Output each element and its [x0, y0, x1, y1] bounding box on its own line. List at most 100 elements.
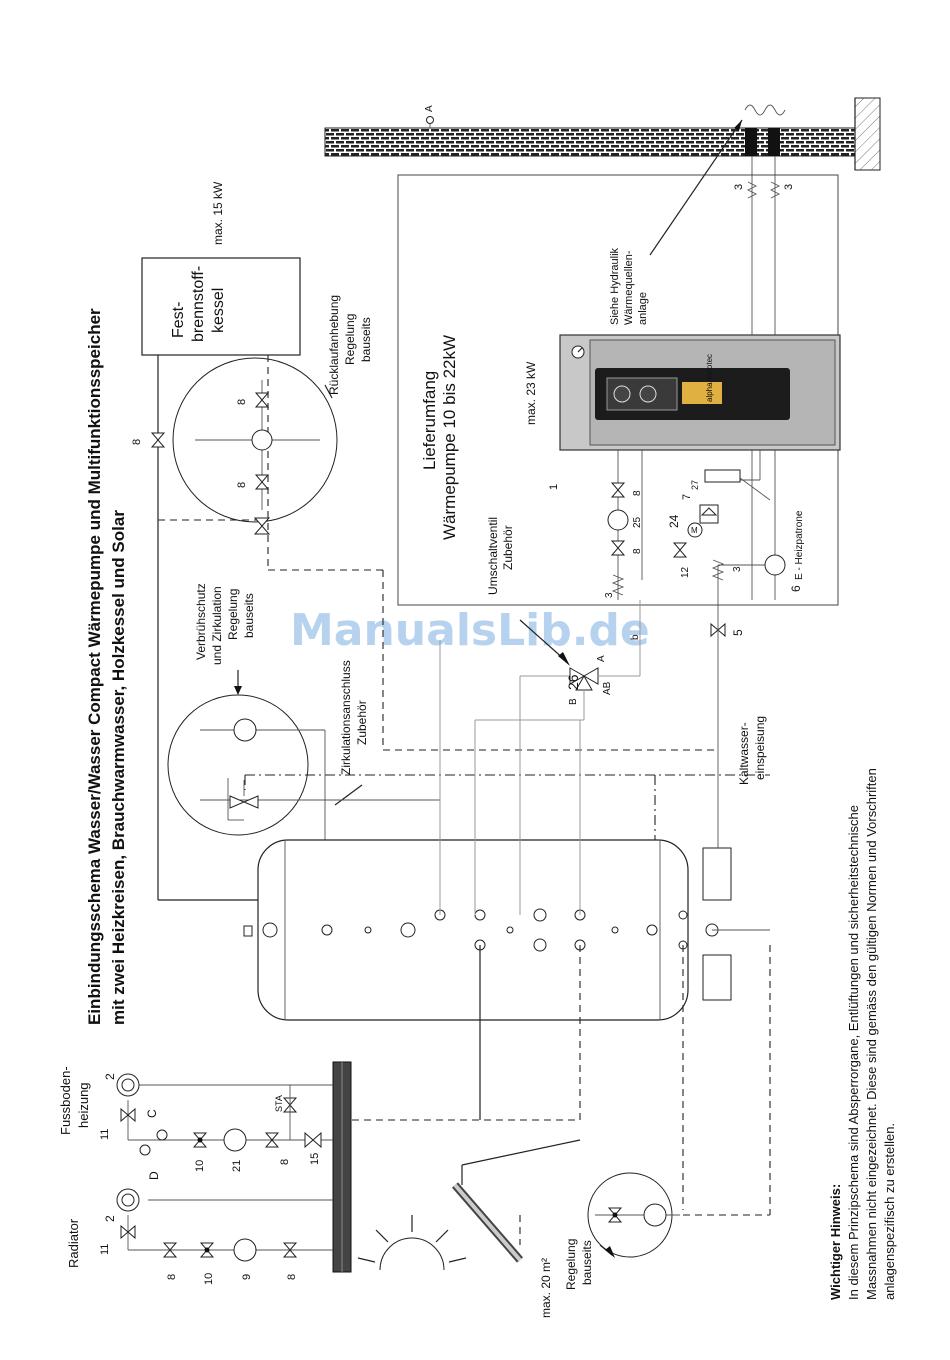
building-wall: A 3 3 — [324, 97, 881, 600]
heat-pump-piping: 8 25 8 3 M 24 12 7 27 E - Heizpatrone 3 … — [604, 450, 805, 840]
port-ab-label: AB — [602, 681, 613, 695]
scald-protection-group — [167, 694, 309, 836]
circ-conn-label-2: Zubehör — [355, 700, 369, 745]
label-26: 26 — [565, 674, 581, 690]
pump-25-icon — [607, 509, 629, 531]
sun-icon — [357, 1215, 467, 1271]
label-3-left: 3 — [733, 184, 745, 190]
boiler-label-2: brennstoff- — [190, 266, 207, 342]
scald-label-3: Regelung — [226, 589, 240, 640]
label-8-rad-1: 8 — [166, 1274, 178, 1280]
motor-icon — [687, 522, 703, 538]
title-line-1: Einbindungsschema Wasser/Wasser Compact … — [85, 308, 104, 1025]
label-8-rr-2: 8 — [236, 482, 248, 488]
scald-label-1: Verbrühschutz — [194, 583, 208, 660]
title-line-2: mit zwei Heizkreisen, Brauchwarmwasser, … — [109, 510, 128, 1025]
note-line-3: anlagenspezifisch zu erstellen. — [882, 1123, 897, 1300]
label-8-rad-2: 8 — [286, 1274, 298, 1280]
motor-label: M — [691, 526, 698, 535]
expansion-vessel-icon — [764, 554, 786, 576]
label-11-floor: 11 — [99, 1129, 111, 1140]
point-a-marker — [426, 116, 434, 124]
important-note: Wichtiger Hinweis: In diesem Prinzipsche… — [828, 768, 897, 1300]
floor-pump-icon — [223, 1128, 247, 1152]
floor-label-2: heizung — [76, 1082, 91, 1128]
return-raise-group: 8 8 — [172, 357, 338, 535]
hydraulic-note-3: anlage — [637, 292, 649, 325]
heat-pump-unit: alpha-innotec — [559, 334, 841, 451]
cold-water-label-1: Kaltwasser- — [737, 722, 751, 785]
scope-label-2: Wärmepumpe 10 bis 22kW — [440, 335, 459, 540]
port-a-label: A — [596, 655, 607, 662]
label-8-hp-1: 8 — [632, 490, 643, 496]
label-max-15kw: max. 15 kW — [211, 181, 225, 245]
solid-fuel-boiler: Fest- brennstoff- kessel — [141, 257, 301, 356]
label-max-23kw: max. 23 kW — [524, 361, 538, 425]
label-10-floor: 10 — [194, 1160, 206, 1172]
label-7: 7 — [681, 494, 693, 500]
note-line-2: Massnahmen nicht eingezeichnet. Diese si… — [864, 768, 879, 1300]
radiator-pump-icon — [233, 1238, 257, 1262]
floor-heating-circuit: Fussboden- heizung 2 11 D C 10 21 8 15 S… — [58, 1066, 333, 1180]
floor-label-1: Fussboden- — [58, 1066, 73, 1135]
label-12: 12 — [680, 566, 691, 578]
label-3-hp: 3 — [604, 592, 615, 598]
label-2-radiator: 2 — [103, 1215, 117, 1222]
label-8-floor: 8 — [279, 1159, 291, 1165]
label-11-radiator: 11 — [99, 1244, 111, 1255]
point-c-icon — [156, 1129, 168, 1141]
port-b-lower-label: b — [630, 634, 641, 640]
return-raise-label-1: Rücklaufanhebung — [327, 295, 341, 395]
label-21: 21 — [231, 1160, 243, 1172]
label-8-rr-1: 8 — [236, 399, 248, 405]
boiler-label-3: kessel — [210, 288, 227, 333]
point-a-label: A — [424, 105, 435, 112]
label-max-20m2: max. 20 m² — [539, 1258, 553, 1318]
switch-valve-label-1: Umschaltventil — [486, 517, 500, 595]
solar-collector — [451, 1139, 581, 1263]
boiler-label-1: Fest- — [170, 302, 187, 338]
label-15: 15 — [309, 1153, 321, 1165]
label-sta: STA — [274, 1095, 284, 1112]
scope-label-1: Lieferumfang — [420, 371, 439, 470]
solar-ctrl-label-1: Regelung — [564, 1239, 578, 1290]
return-raise-label-3: bauseits — [359, 317, 373, 362]
return-pump-icon — [251, 429, 273, 451]
circ-conn-label-1: Zirkulationsanschluss — [339, 660, 353, 775]
solar-station — [587, 1172, 770, 1258]
diagram-title: Einbindungsschema Wasser/Wasser Compact … — [85, 308, 128, 1025]
label-27: 27 — [690, 480, 700, 490]
label-8-hp-2: 8 — [632, 548, 643, 554]
return-raise-label-2: Regelung — [343, 314, 357, 365]
label-1: 1 — [548, 484, 560, 490]
radiator-circuit: Radiator 2 11 8 10 9 8 — [66, 1188, 333, 1285]
note-line-1: In diesem Prinzipschema sind Absperrorga… — [846, 805, 861, 1300]
label-25: 25 — [632, 516, 643, 528]
e-heater-cartridge — [704, 469, 741, 483]
scald-label-4: bauseits — [242, 593, 256, 638]
label-6: 6 — [789, 585, 803, 592]
note-heading: Wichtiger Hinweis: — [828, 1184, 843, 1300]
circulation-pump-icon — [233, 718, 257, 742]
label-8-boiler: 8 — [131, 439, 143, 445]
label-24: 24 — [667, 514, 681, 528]
watermark: ManualsLib.de — [290, 605, 650, 656]
switch-valve-26: 26 B A AB b Umschaltventil Zubehör — [475, 517, 641, 721]
label-3-right: 3 — [783, 184, 795, 190]
cold-water-label-2: einspeisung — [753, 716, 767, 780]
label-5: 5 — [731, 629, 745, 636]
hydraulic-note-1: Siehe Hydraulik — [609, 247, 621, 325]
solar-ctrl-label-2: bauseits — [580, 1240, 594, 1285]
switch-valve-label-2: Zubehör — [501, 525, 515, 570]
label-2-floor: 2 — [103, 1073, 117, 1080]
point-d-icon — [139, 1144, 151, 1156]
scald-label-2: und Zirkulation — [210, 586, 224, 665]
port-b-label: B — [568, 698, 579, 705]
hydraulic-note-2: Wärmequellen- — [623, 250, 635, 325]
solar-pump-icon — [643, 1203, 667, 1227]
label-e-heater: E - Heizpatrone — [794, 510, 805, 580]
label-10-radiator: 10 — [203, 1273, 215, 1285]
label-9: 9 — [241, 1274, 253, 1280]
radiator-label: Radiator — [66, 1218, 81, 1268]
